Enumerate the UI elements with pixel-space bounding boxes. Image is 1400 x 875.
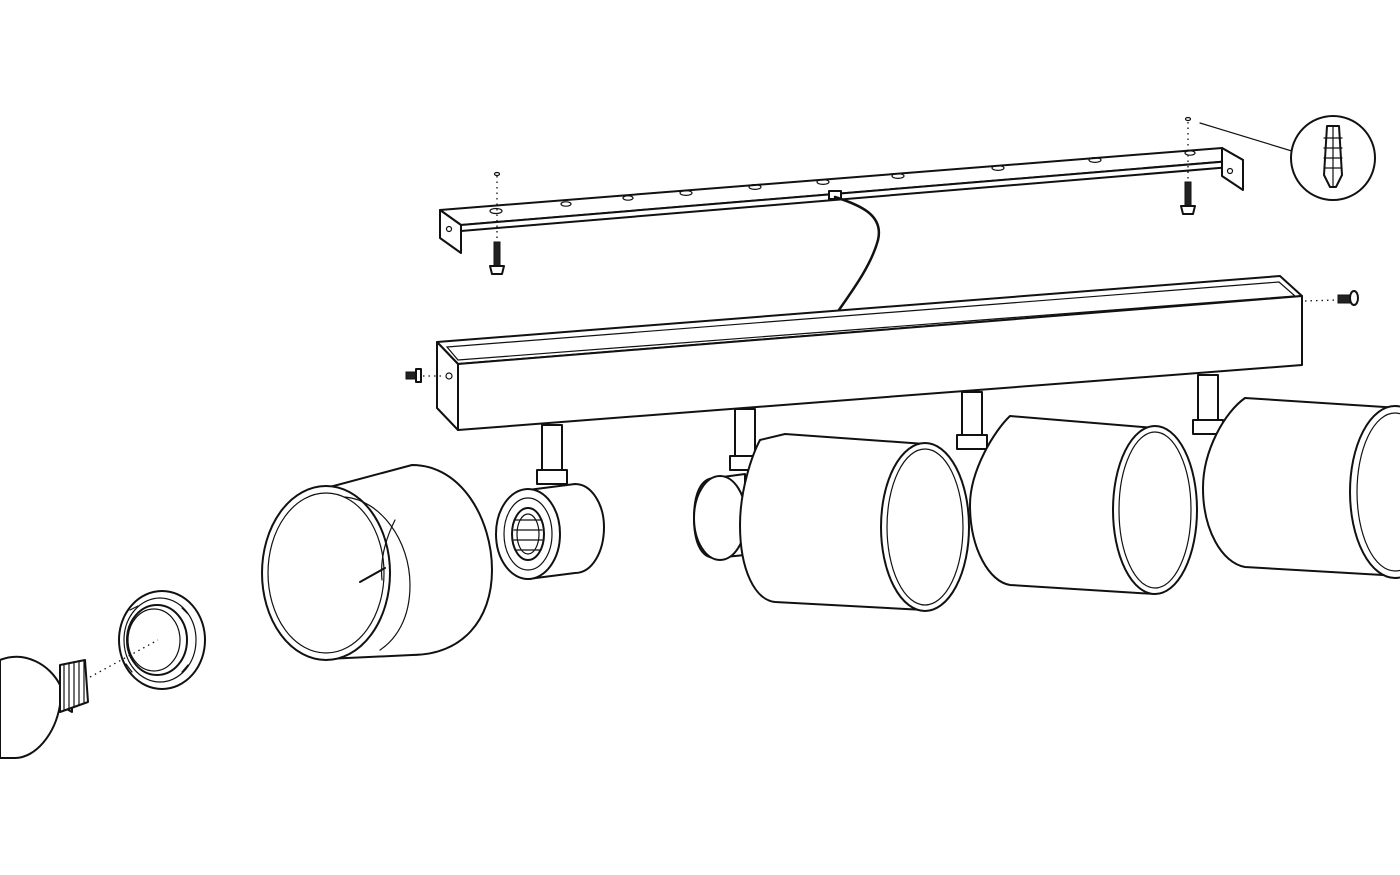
spot-shade bbox=[693, 433, 970, 612]
end-cap-screw bbox=[1304, 290, 1359, 306]
wall-plug bbox=[1180, 116, 1296, 215]
spot-shade bbox=[1202, 397, 1400, 579]
spot-stem bbox=[956, 391, 988, 450]
mounting-bracket bbox=[439, 147, 1244, 254]
bracket-holes bbox=[489, 150, 1196, 215]
lamp-holder bbox=[495, 483, 605, 580]
power-cable bbox=[826, 195, 881, 328]
bracket-screw bbox=[489, 171, 505, 275]
light-bulb bbox=[0, 639, 159, 759]
shade-ring bbox=[118, 590, 206, 690]
end-cap-screw bbox=[405, 368, 445, 383]
wall-plug-detail bbox=[1290, 115, 1376, 201]
light-bar-housing bbox=[436, 275, 1303, 431]
spot-shade bbox=[969, 415, 1198, 595]
spot-stem bbox=[536, 424, 568, 485]
spot-shade bbox=[261, 464, 493, 661]
spot-stem bbox=[1192, 374, 1224, 435]
